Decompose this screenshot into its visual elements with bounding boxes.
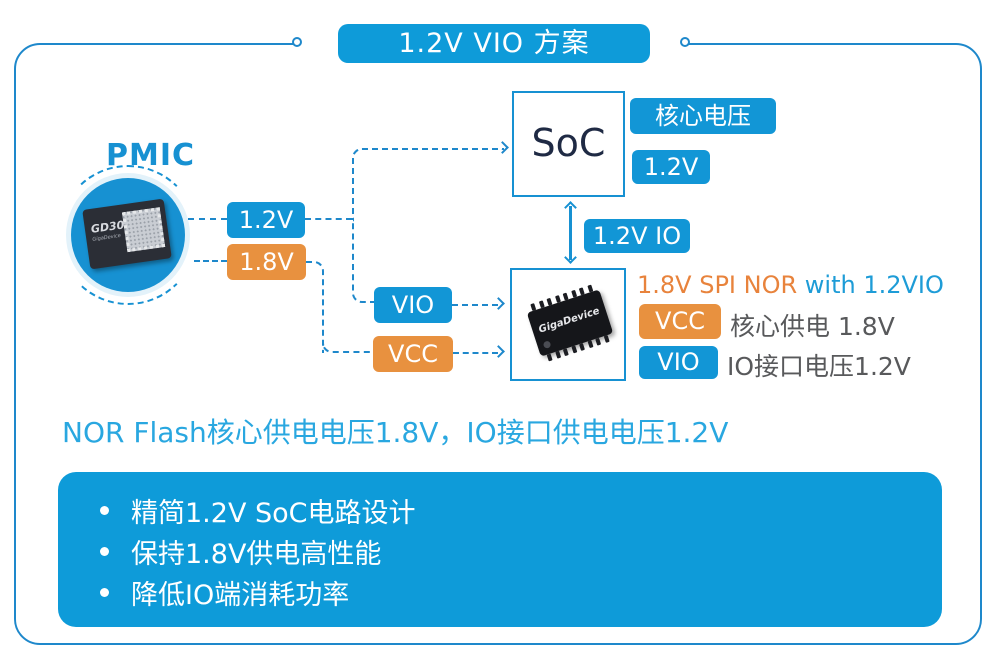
nor-flash-box: GigaDevice — [510, 268, 626, 381]
wire-vcc-to-nor — [453, 352, 498, 354]
pmic-dashed-ring — [58, 165, 198, 305]
benefit-item: 保持1.8V供电高性能 — [100, 531, 942, 572]
nor-vcc-desc: 核心供电 1.8V — [730, 312, 895, 341]
title-left-node-circle — [292, 37, 302, 47]
soc-label: SoC — [531, 121, 606, 165]
bullet-dot — [100, 588, 109, 597]
summary-note: NOR Flash核心供电电压1.8V，IO接口供电电压1.2V — [62, 416, 729, 449]
nor-vio-desc: IO接口电压1.2V — [727, 352, 911, 381]
page-title: 1.2V VIO 方案 — [338, 24, 650, 63]
benefit-text: 精简1.2V SoC电路设计 — [131, 498, 416, 529]
benefit-item: 精简1.2V SoC电路设计 — [100, 490, 942, 531]
soc-box: SoC — [512, 91, 625, 197]
benefit-text: 保持1.8V供电高性能 — [131, 539, 382, 570]
nor-vio-badge: VIO — [639, 346, 718, 379]
nor-heading: 1.8V SPI NOR with 1.2VIO — [637, 271, 944, 299]
pmic-output-1v2-badge: 1.2V — [227, 202, 305, 238]
wire-1v2-to-soc — [352, 148, 504, 220]
vcc-wire-badge: VCC — [373, 336, 453, 372]
soc-nor-link-line — [569, 206, 572, 260]
wire-1v8-to-vcc — [322, 343, 373, 353]
pmic-circle: GD30 GigaDevice — [71, 178, 185, 292]
wire-pmic-to-1v8 — [194, 260, 227, 262]
soc-core-voltage-badge: 核心电压 — [630, 98, 776, 134]
title-right-node-circle — [680, 37, 690, 47]
wire-1v2-trunk — [305, 218, 352, 220]
wire-1v2-to-vio — [352, 219, 374, 303]
soc-voltage-badge: 1.2V — [632, 150, 710, 184]
benefit-text: 降低IO端消耗功率 — [131, 580, 350, 611]
nor-vcc-badge: VCC — [639, 304, 721, 339]
nor-heading-blue: with 1.2VIO — [804, 271, 944, 299]
pmic-chip-pad — [121, 207, 166, 253]
pmic-chip-icon: GD30 GigaDevice — [82, 198, 172, 270]
wire-1v8-down — [306, 261, 324, 353]
bullet-dot — [100, 506, 109, 515]
io-link-badge: 1.2V IO — [584, 219, 690, 253]
vio-wire-badge: VIO — [374, 287, 452, 323]
benefits-panel: 精简1.2V SoC电路设计 保持1.8V供电高性能 降低IO端消耗功率 — [58, 472, 942, 627]
wire-vio-to-nor — [452, 304, 498, 306]
pmic-output-1v8-badge: 1.8V — [227, 244, 306, 280]
nor-chip-icon: GigaDevice — [526, 284, 614, 362]
nor-chip-brand: GigaDevice — [537, 305, 602, 336]
nor-heading-orange: 1.8V SPI NOR — [637, 271, 798, 299]
benefits-list: 精简1.2V SoC电路设计 保持1.8V供电高性能 降低IO端消耗功率 — [100, 490, 942, 613]
benefit-item: 降低IO端消耗功率 — [100, 572, 942, 613]
nor-chip-pin1-dot — [542, 340, 552, 350]
wire-pmic-to-1v2 — [188, 218, 227, 220]
bullet-dot — [100, 547, 109, 556]
